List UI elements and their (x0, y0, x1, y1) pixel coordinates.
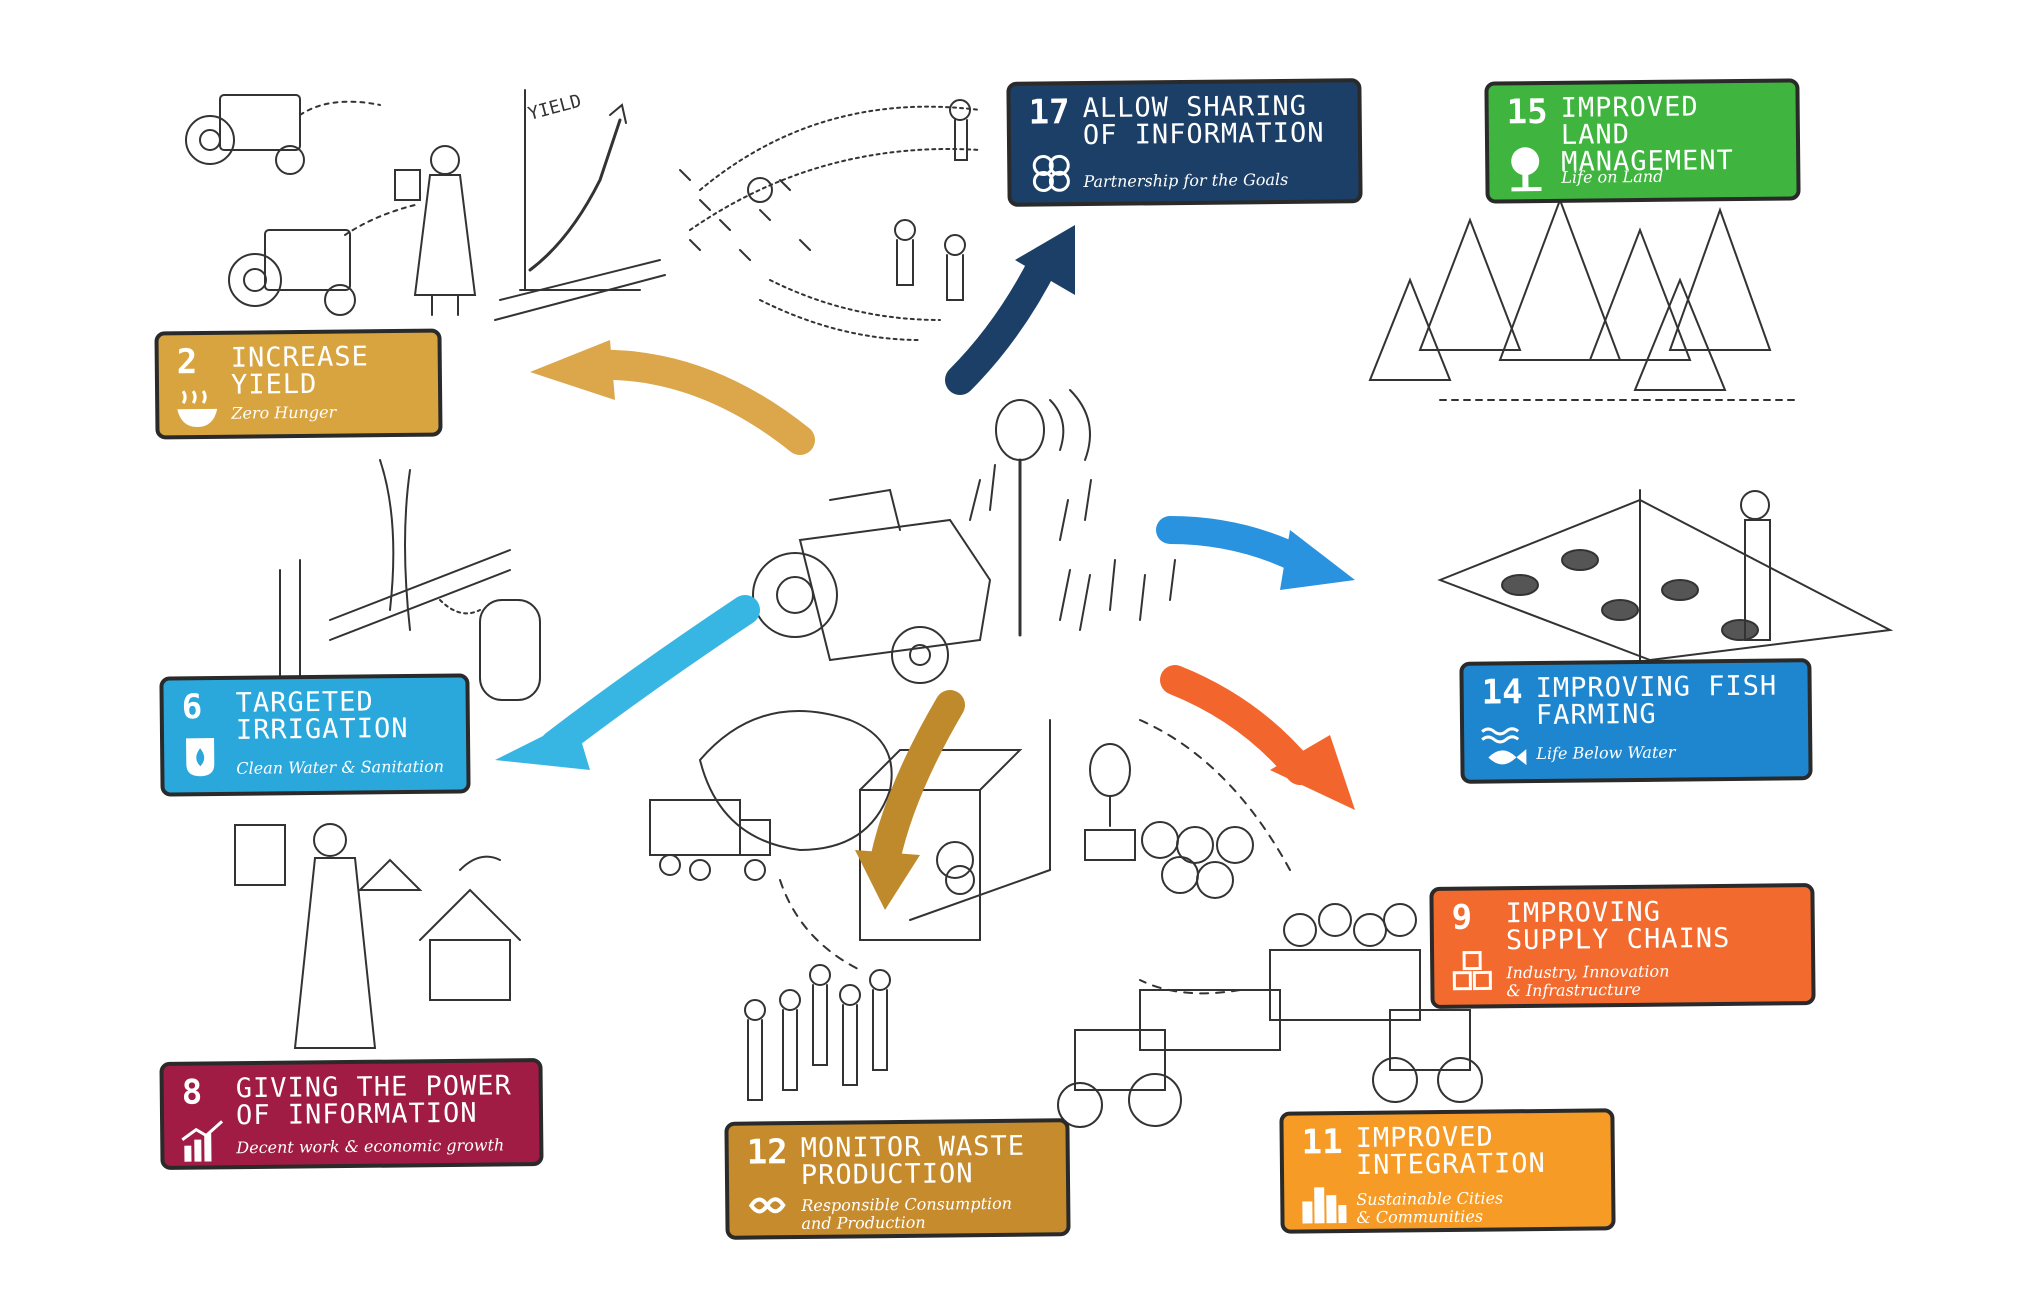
growth-chart-icon (181, 1120, 224, 1162)
sdg11-card: 11 IMPROVED INTEGRATION Sustainable Citi… (1279, 1108, 1616, 1234)
goal-name: Industry, Innovation & Infrastructure (1506, 961, 1670, 1000)
water-drop-icon (186, 738, 215, 777)
produce-sensor-sketch (1084, 719, 1291, 899)
goal-name: Partnership for the Goals (1083, 169, 1289, 192)
goal-name: Clean Water & Sanitation (236, 756, 445, 778)
goal-title: GIVING THE POWER OF INFORMATION (235, 1070, 512, 1132)
partnership-icon (1032, 154, 1070, 192)
goal-number: 15 (1506, 91, 1548, 133)
goal-number: 9 (1451, 897, 1473, 938)
sdg9-card: 9 IMPROVING SUPPLY CHAINS Industry, Inno… (1429, 882, 1816, 1010)
field-sketch-top (679, 99, 981, 341)
woman-with-tablet-sketch (234, 823, 521, 1049)
goal-number: 11 (1301, 1122, 1343, 1163)
arrow-to-targeted-irrigation (495, 595, 760, 770)
waste-dump-sketch (649, 710, 893, 881)
arrow-to-allow-sharing (945, 225, 1075, 395)
goal-title: IMPROVED LAND MANAGEMENT (1560, 91, 1734, 178)
sdg15-card: 15 IMPROVED LAND MANAGEMENT Life on Land (1484, 78, 1801, 204)
goal-number: 8 (181, 1072, 203, 1113)
sdg14-card: 14 IMPROVING FISH FARMING Life Below Wat… (1459, 658, 1813, 784)
infinity-icon (748, 1197, 786, 1214)
goal-number: 14 (1481, 672, 1523, 713)
goal-title: IMPROVING SUPPLY CHAINS (1505, 896, 1731, 957)
sdg2-card: 2 INCREASE YIELD Zero Hunger (154, 328, 443, 440)
goal-name: Sustainable Cities & Communities (1356, 1188, 1504, 1227)
goal-number: 6 (181, 687, 203, 728)
arrow-to-monitor-waste (855, 690, 965, 910)
tree-icon (1511, 147, 1542, 192)
arrow-to-fish-farming (1156, 516, 1355, 590)
tractor-sketch-top-left (185, 94, 416, 316)
goal-name: Life Below Water (1536, 742, 1676, 764)
arrow-to-supply-chains (1160, 665, 1355, 810)
goal-title: ALLOW SHARING OF INFORMATION (1082, 90, 1325, 152)
goal-name: Zero Hunger (231, 402, 337, 423)
goal-name: Life on Land (1561, 166, 1664, 187)
goal-number: 2 (176, 342, 198, 383)
sensor-pole-sketch (969, 389, 1176, 637)
crowd-sketch (744, 964, 891, 1101)
goal-name: Decent work & economic growth (236, 1135, 505, 1158)
center-tractor-sketch (752, 488, 992, 684)
goal-title: IMPROVING FISH FARMING (1535, 670, 1778, 732)
forest-sketch (1368, 197, 1801, 401)
goal-title: MONITOR WASTE PRODUCTION (800, 1130, 1026, 1192)
bowl-icon (177, 390, 218, 428)
goal-number: 17 (1028, 92, 1070, 133)
goal-title: TARGETED IRRIGATION (235, 686, 409, 746)
sdg6-card: 6 TARGETED IRRIGATION Clean Water & Sani… (159, 673, 471, 797)
goal-title: INCREASE YIELD (230, 341, 369, 401)
cubes-icon (1452, 950, 1492, 991)
tractor-trailer-sketch (1057, 903, 1483, 1128)
fish-pond-sketch (1437, 489, 1894, 662)
sdg8-card: 8 GIVING THE POWER OF INFORMATION Decent… (159, 1057, 544, 1171)
arrow-to-increase-yield (530, 340, 815, 455)
goal-name: Responsible Consumption and Production (801, 1193, 1013, 1233)
fish-icon (1481, 727, 1527, 766)
yield-chart-sketch (494, 89, 666, 321)
sdg12-card: 12 MONITOR WASTE PRODUCTION Responsible … (724, 1118, 1071, 1240)
goal-number: 12 (746, 1132, 788, 1173)
irrigation-sketch (279, 459, 541, 701)
city-icon (1302, 1187, 1347, 1224)
market-stall-sketch (859, 719, 1051, 941)
sdg17-card: 17 ALLOW SHARING OF INFORMATION Partners… (1006, 78, 1363, 207)
farmer-with-tablet-sketch (394, 145, 477, 316)
goal-title: IMPROVED INTEGRATION (1355, 1121, 1546, 1181)
